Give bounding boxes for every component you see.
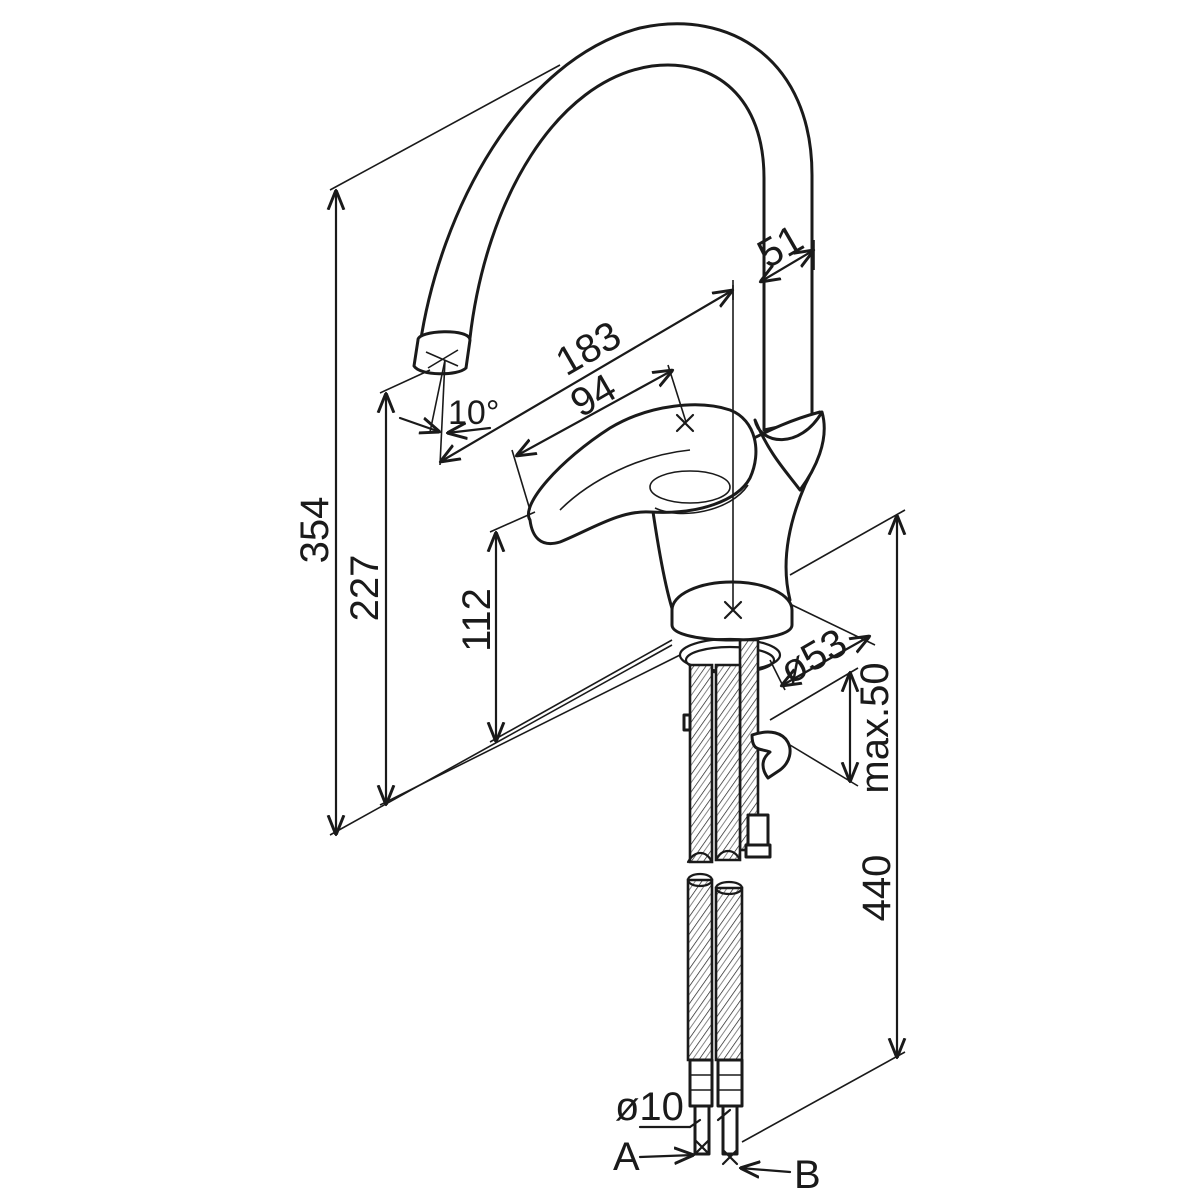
hose-b-lower: [714, 886, 744, 1062]
label-hose-a: A: [613, 1135, 640, 1179]
faucet: [412, 22, 826, 1166]
label-hose-b: B: [794, 1153, 821, 1197]
dim-max-deck-thickness: max.50: [853, 662, 897, 793]
hose-b-upper: [714, 663, 742, 862]
mounting-clamp: [750, 730, 792, 780]
dimension-lines: [330, 64, 905, 1172]
hose-a-lower: [686, 878, 714, 1062]
dim-spout-angle: 10°: [448, 394, 499, 432]
dim-hose-diameter: ø10: [615, 1085, 684, 1129]
spout: [418, 22, 814, 432]
dim-handle-height: 112: [455, 588, 499, 652]
dim-spout-height: 227: [343, 555, 387, 622]
dim-hose-length: 440: [855, 855, 899, 922]
dim-overall-height: 354: [293, 497, 337, 564]
spout-tip: [412, 330, 472, 376]
hose-a-upper: [688, 663, 714, 864]
